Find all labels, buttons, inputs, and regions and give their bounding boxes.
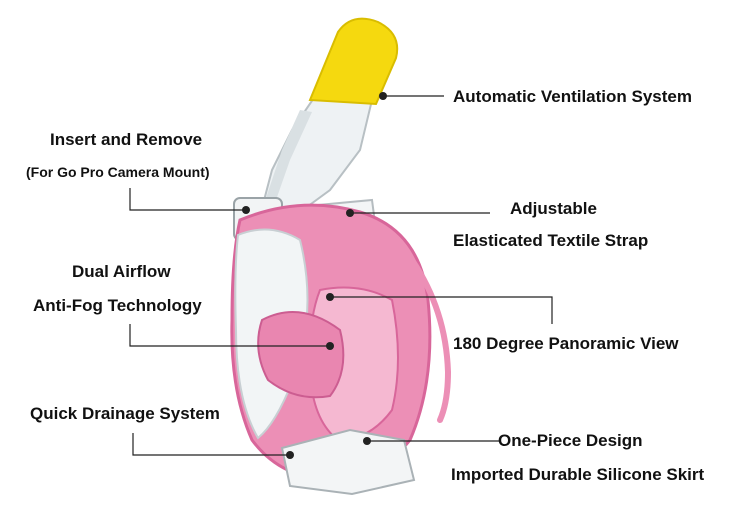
label-one-piece-detail: Imported Durable Silicone Skirt bbox=[451, 465, 705, 484]
label-drainage: Quick Drainage System bbox=[30, 404, 220, 423]
strap-tail bbox=[409, 257, 452, 423]
leader-dot bbox=[346, 209, 354, 217]
leader-line-airflow bbox=[129, 324, 330, 347]
label-strap-title: Adjustable bbox=[510, 199, 597, 218]
label-ventilation: Automatic Ventilation System bbox=[453, 87, 692, 106]
leader-lines bbox=[129, 95, 553, 456]
nose-cup bbox=[257, 311, 345, 399]
leader-line-drainage bbox=[132, 433, 290, 456]
leader-line-panoramic bbox=[330, 296, 553, 324]
leader-line-camera-mount bbox=[129, 188, 246, 211]
label-camera-mount-note: (For Go Pro Camera Mount) bbox=[26, 164, 210, 180]
label-panoramic: 180 Degree Panoramic View bbox=[453, 334, 679, 353]
label-camera-mount-title: Insert and Remove bbox=[50, 130, 203, 149]
leader-dots bbox=[242, 92, 387, 459]
label-airflow-title: Dual Airflow bbox=[72, 262, 171, 281]
leader-dot bbox=[242, 206, 250, 214]
leader-dot bbox=[326, 342, 334, 350]
label-one-piece-title: One-Piece Design bbox=[498, 431, 643, 450]
leader-dot bbox=[286, 451, 294, 459]
snorkel-tube bbox=[260, 90, 374, 214]
drainage-valve bbox=[280, 428, 416, 496]
leader-dot bbox=[326, 293, 334, 301]
snorkel-tip bbox=[308, 17, 399, 106]
snorkel-tube-shading bbox=[266, 110, 312, 200]
label-strap-detail: Elasticated Textile Strap bbox=[453, 231, 649, 250]
leader-dot bbox=[363, 437, 371, 445]
label-airflow-detail: Anti-Fog Technology bbox=[33, 296, 202, 315]
leader-dot bbox=[379, 92, 387, 100]
